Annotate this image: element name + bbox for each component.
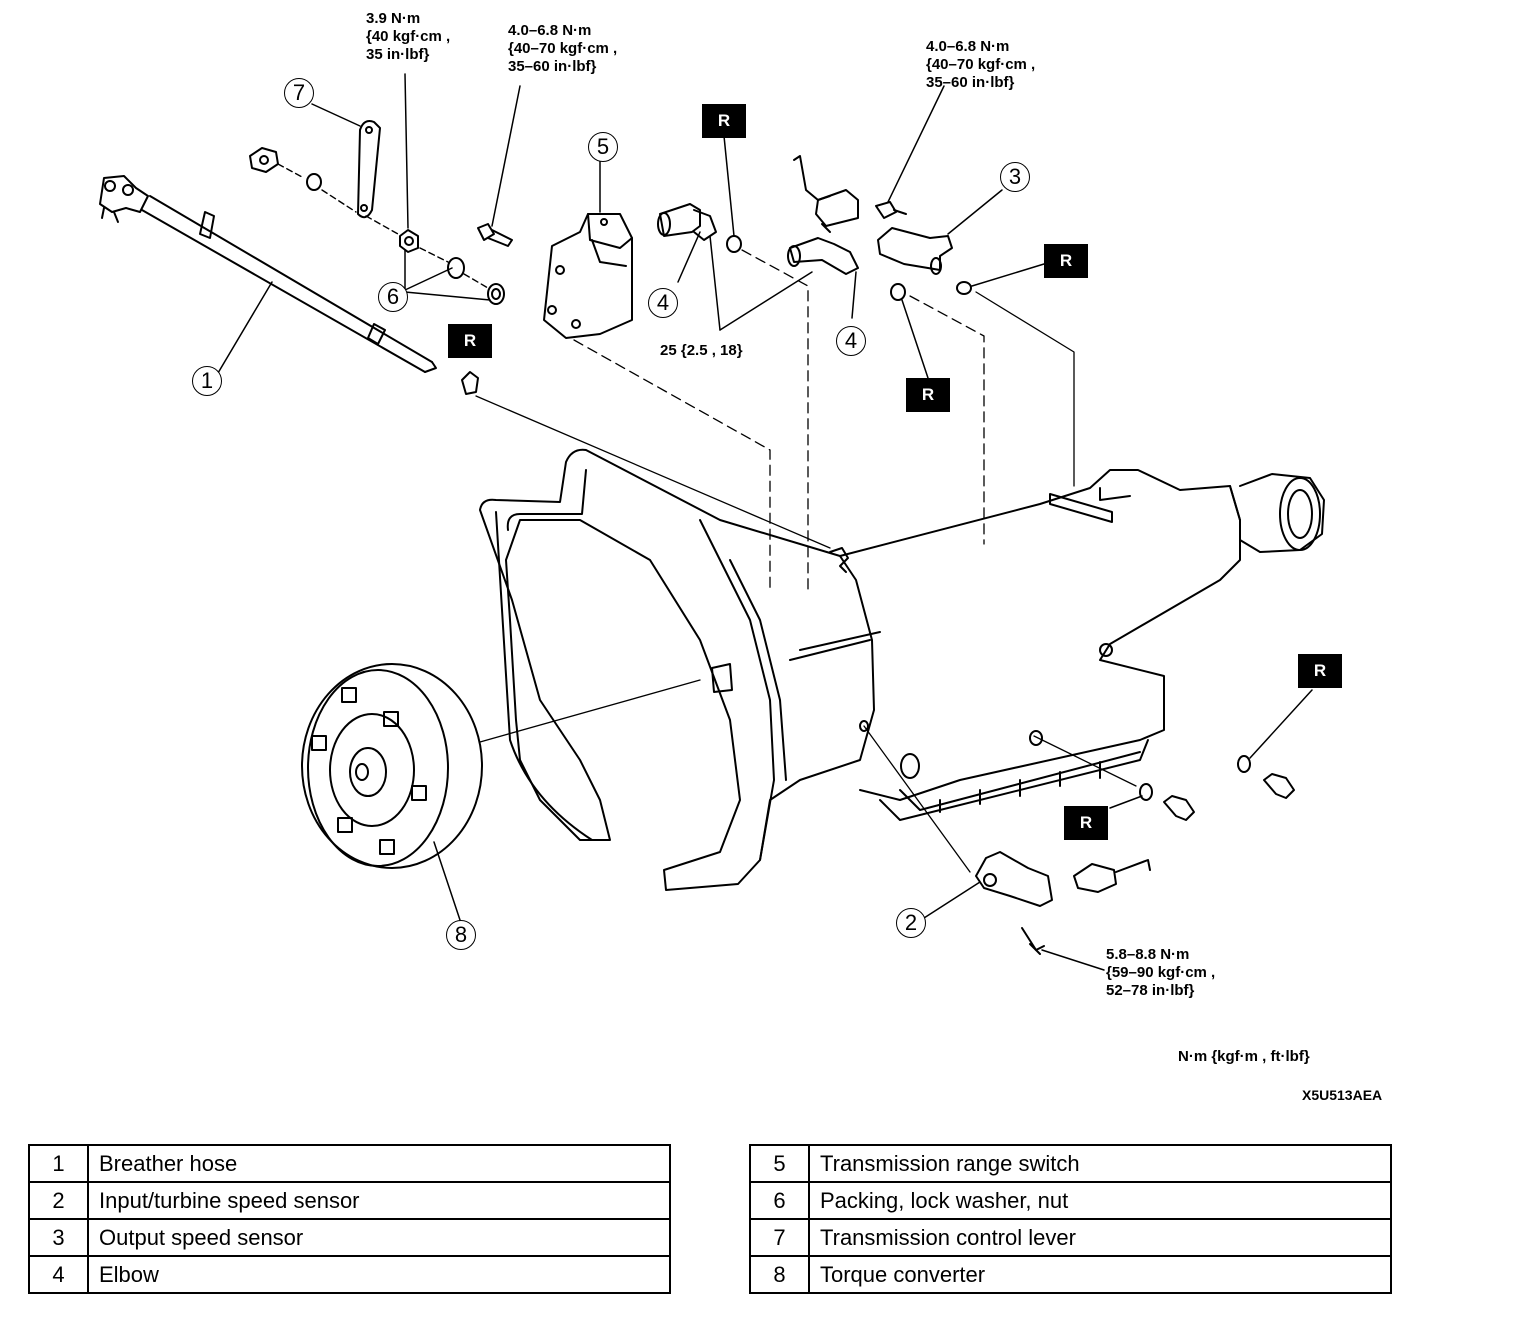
torque-spec-output-sensor: 4.0–6.8 N·m {40–70 kgf·cm , 35–60 in·lbf… (926, 38, 1035, 92)
right-side-plugs-drawing (1163, 773, 1295, 821)
legend-row: 1 Breather hose (28, 1144, 671, 1183)
legend-number: 1 (28, 1144, 89, 1183)
breather-clip-drawing (461, 371, 849, 573)
torque-converter-drawing (301, 663, 483, 921)
legend-name: Transmission range switch (808, 1144, 1392, 1183)
torque-line: 52–78 in·lbf} (1106, 982, 1195, 999)
replace-mark: R (1298, 654, 1342, 688)
torque-line: {40–70 kgf·cm , (508, 40, 618, 57)
callout-6: 6 (378, 282, 408, 312)
legend-number: 4 (28, 1255, 89, 1294)
callout-4-right: 4 (836, 326, 866, 356)
leader-line (217, 281, 273, 374)
legend-name: Torque converter (808, 1255, 1392, 1294)
transmission-case-drawing (479, 448, 1325, 891)
breather-hose-drawing (99, 175, 437, 373)
callout-1: 1 (192, 366, 222, 396)
legend-number: 3 (28, 1218, 89, 1257)
range-switch-drawing (543, 159, 633, 339)
torque-line: 25 {2.5 , 18} (660, 342, 743, 359)
range-switch-bolt-drawing (477, 85, 521, 247)
callout-2: 2 (896, 908, 926, 938)
output-speed-sensor-drawing (875, 85, 1003, 275)
torque-line: 35–60 in·lbf} (508, 58, 597, 75)
control-lever-drawing (311, 103, 381, 219)
elbow-left-drawing (657, 203, 721, 331)
callout-5: 5 (588, 132, 618, 162)
legend-number: 8 (749, 1255, 810, 1294)
callout-3: 3 (1000, 162, 1030, 192)
lever-nut-drawing (249, 147, 505, 305)
torque-spec-input-sensor: 5.8–8.8 N·m {59–90 kgf·cm , 52–78 in·lbf… (1106, 946, 1215, 1000)
legend-number: 2 (28, 1181, 89, 1220)
legend-number: 7 (749, 1218, 810, 1257)
wiring-connector-drawing (793, 155, 859, 233)
legend-name: Transmission control lever (808, 1218, 1392, 1257)
units-note: N·m {kgf·m , ft·lbf} (1178, 1048, 1310, 1065)
torque-line: 5.8–8.8 N·m (1106, 946, 1190, 963)
legend-row: 2 Input/turbine speed sensor (28, 1181, 671, 1220)
replace-mark: R (448, 324, 492, 358)
torque-line: {40 kgf·cm , (366, 28, 451, 45)
legend-number: 6 (749, 1181, 810, 1220)
legend-name: Packing, lock washer, nut (808, 1181, 1392, 1220)
legend-name: Output speed sensor (87, 1218, 671, 1257)
torque-line: 35 in·lbf} (366, 46, 430, 63)
input-speed-sensor-drawing (923, 851, 1151, 971)
figure-code: X5U513AEA (1302, 1087, 1383, 1103)
torque-line: 3.9 N·m (366, 10, 421, 27)
legend-table-left: 1 Breather hose 2 Input/turbine speed se… (28, 1144, 671, 1294)
legend-name: Breather hose (87, 1144, 671, 1183)
legend-row: 5 Transmission range switch (749, 1144, 1392, 1183)
replace-mark: R (1064, 806, 1108, 840)
torque-line: {40–70 kgf·cm , (926, 56, 1036, 73)
legend-row: 8 Torque converter (749, 1255, 1392, 1294)
torque-line: {59–90 kgf·cm , (1106, 964, 1216, 981)
torque-spec-range-switch: 4.0–6.8 N·m {40–70 kgf·cm , 35–60 in·lbf… (508, 22, 617, 76)
elbow-right-drawing (719, 237, 859, 331)
replace-mark: R (906, 378, 950, 412)
replace-mark: R (1044, 244, 1088, 278)
legend-name: Elbow (87, 1255, 671, 1294)
callout-8: 8 (446, 920, 476, 950)
legend-row: 3 Output speed sensor (28, 1218, 671, 1257)
torque-line: 35–60 in·lbf} (926, 74, 1015, 91)
legend-table-right: 5 Transmission range switch 6 Packing, l… (749, 1144, 1392, 1294)
callout-4-left: 4 (648, 288, 678, 318)
o-rings-drawing (723, 135, 1313, 809)
callout-7: 7 (284, 78, 314, 108)
torque-line: 4.0–6.8 N·m (926, 38, 1010, 55)
legend-number: 5 (749, 1144, 810, 1183)
assembly-guide-lines (475, 249, 1137, 873)
torque-spec-lever-nut: 3.9 N·m {40 kgf·cm , 35 in·lbf} (366, 10, 450, 64)
legend-row: 4 Elbow (28, 1255, 671, 1294)
legend-name: Input/turbine speed sensor (87, 1181, 671, 1220)
legend-row: 7 Transmission control lever (749, 1218, 1392, 1257)
replace-mark: R (702, 104, 746, 138)
torque-line: 4.0–6.8 N·m (508, 22, 592, 39)
legend-row: 6 Packing, lock washer, nut (749, 1181, 1392, 1220)
torque-spec-elbow: 25 {2.5 , 18} (660, 342, 743, 360)
